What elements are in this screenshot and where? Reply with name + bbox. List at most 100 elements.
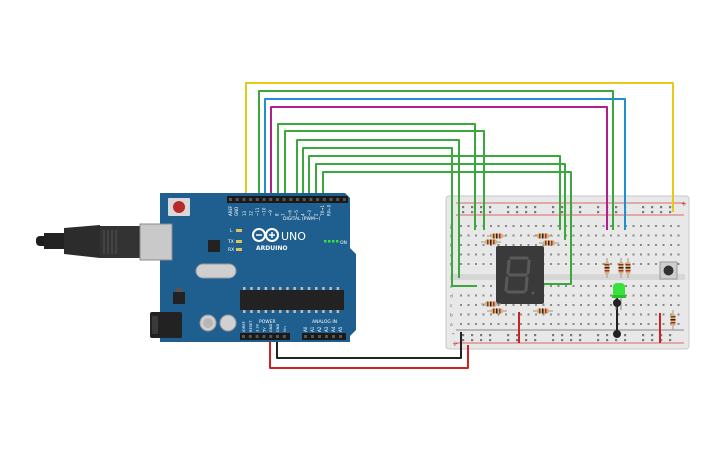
- resistors: [481, 233, 676, 330]
- chip-pins: [243, 287, 340, 313]
- digital-pin-label: 8: [275, 213, 280, 216]
- on-label: ON: [340, 240, 347, 246]
- analog-pin-label: A3: [324, 326, 329, 332]
- arduino-uno[interactable]: ARDUINO UNO ON L TX RX DIGITAL (PWM~) PO…: [36, 193, 356, 342]
- usb-chip: [208, 240, 220, 252]
- bottom-header-holes: [242, 335, 342, 338]
- wire-green-2[interactable]: [277, 123, 476, 230]
- rx-label: RX: [228, 247, 234, 253]
- model-label: UNO: [281, 230, 306, 243]
- atmega-chip: [240, 290, 344, 310]
- row-letter: j: [449, 224, 451, 230]
- wire-green-7[interactable]: [315, 163, 566, 240]
- row-letter: b: [450, 313, 453, 319]
- wire-green-3[interactable]: [284, 130, 485, 230]
- digital-pin-label: ~10: [262, 207, 267, 216]
- tx-led: [236, 240, 242, 243]
- analog-pin-label: A5: [338, 326, 343, 332]
- rail-minus-label: -: [452, 330, 455, 338]
- power-pin-label: GND: [269, 324, 273, 332]
- brand-label: ARDUINO: [256, 245, 287, 252]
- junction-dot: [613, 330, 621, 338]
- rx-led: [236, 248, 242, 251]
- digital-pin-label: ~9: [268, 210, 273, 216]
- power-pin-label: RESET: [249, 320, 253, 332]
- crystal: [195, 263, 237, 279]
- digital-header-holes: [229, 198, 346, 201]
- wire-red-5v[interactable]: [269, 338, 469, 369]
- resistor-7[interactable]: [533, 308, 553, 314]
- resistor-9[interactable]: [618, 258, 624, 278]
- row-letter: e: [450, 285, 453, 290]
- wire-green-8[interactable]: [322, 171, 572, 285]
- digital-header[interactable]: [227, 196, 348, 203]
- aref-label: AREF: [228, 205, 233, 216]
- digital-pin-label: 13: [242, 210, 247, 216]
- power-label: POWER: [259, 319, 276, 325]
- digital-pin-label: 4: [301, 213, 306, 216]
- digital-pin-label: ~6: [288, 210, 293, 216]
- wire-yellow[interactable]: [245, 82, 674, 212]
- capacitor: [219, 314, 237, 332]
- l-label: L: [230, 228, 233, 234]
- power-pin-label: IOREF: [242, 321, 246, 332]
- power-pin-label: 5V: [262, 327, 266, 332]
- analog-header[interactable]: [302, 333, 346, 340]
- digital-pin-label: ~3: [307, 210, 312, 216]
- digital-pin-label: 7: [281, 213, 286, 216]
- resistor-4[interactable]: [539, 240, 559, 246]
- wire-blue[interactable]: [264, 98, 626, 230]
- wire-green-4[interactable]: [296, 139, 460, 278]
- on-led-strip: [324, 240, 339, 243]
- resistor-11[interactable]: [670, 310, 676, 330]
- seven-segment-display[interactable]: [496, 246, 544, 304]
- l-led: [236, 229, 242, 232]
- power-pin-label: GND: [276, 324, 280, 332]
- wires: [245, 82, 674, 369]
- analog-pin-label: A1: [310, 326, 315, 332]
- resistor-5[interactable]: [481, 301, 501, 307]
- row-letter: a: [450, 323, 453, 328]
- wire-green-5[interactable]: [302, 147, 477, 287]
- rail-plus-label-top: +: [681, 200, 687, 208]
- rail-plus-label: +: [452, 340, 458, 348]
- wire-black-gnd[interactable]: [276, 332, 462, 359]
- tx-label: TX: [227, 239, 234, 245]
- digital-pin-label: ~11: [255, 207, 260, 216]
- junction-dot: [613, 299, 621, 307]
- resistor-6[interactable]: [487, 308, 507, 314]
- digital-pin-label: 12: [249, 210, 254, 216]
- power-pin-label: Vin: [283, 326, 287, 332]
- gnd-label: GND: [234, 207, 239, 216]
- arduino-logo: [252, 228, 279, 242]
- capacitor: [199, 314, 217, 332]
- resistor-8[interactable]: [604, 258, 610, 278]
- power-pin-label: 3.3V: [256, 323, 260, 332]
- usb-cable[interactable]: [36, 225, 142, 258]
- analog-label: ANALOG IN: [312, 319, 337, 325]
- pushbutton[interactable]: [659, 261, 678, 280]
- digital-pin-label: RX←0: [327, 204, 332, 216]
- resistor-2[interactable]: [487, 233, 507, 239]
- resistor-10[interactable]: [625, 258, 631, 278]
- wire-green-1[interactable]: [258, 90, 614, 230]
- usb-jack: [139, 223, 173, 261]
- analog-pin-label: A0: [303, 326, 308, 332]
- resistor-3[interactable]: [533, 233, 553, 239]
- resistor-1[interactable]: [481, 239, 501, 245]
- digital-pin-label: TX→1: [320, 204, 325, 217]
- row-letter: i: [450, 234, 451, 240]
- row-letter: c: [450, 304, 453, 309]
- wire-magenta[interactable]: [270, 106, 608, 230]
- digital-label: DIGITAL (PWM~): [283, 216, 321, 222]
- analog-pin-label: A4: [331, 326, 336, 332]
- row-letter: d: [450, 294, 453, 300]
- wire-green-6[interactable]: [308, 155, 561, 230]
- bottom-power-rail[interactable]: [462, 334, 672, 342]
- green-led[interactable]: [612, 283, 626, 310]
